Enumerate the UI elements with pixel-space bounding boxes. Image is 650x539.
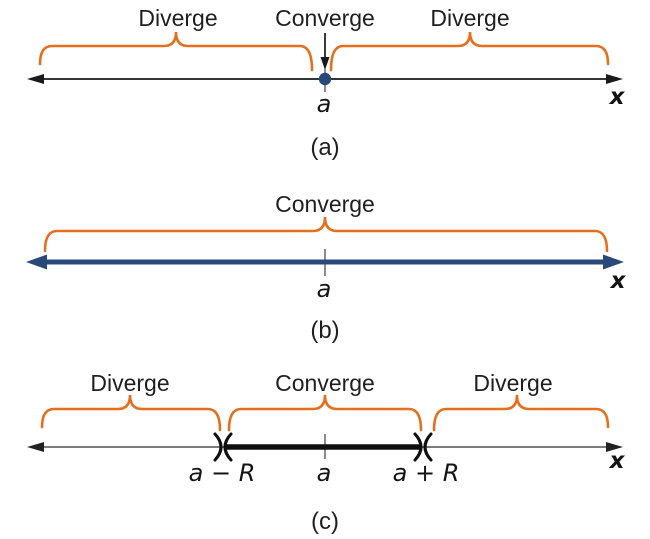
panel-a-left-arrowhead-icon (27, 74, 44, 84)
panel-c-right-brace (432, 394, 610, 432)
panel-b-brace (43, 216, 609, 253)
panel-c: Diverge Converge Diverge a − R a a + R x… (27, 370, 626, 535)
panel-c-left-arrowhead-icon (27, 442, 44, 452)
panel-b-number-line (26, 254, 624, 270)
panel-a-converge-label: Converge (275, 5, 375, 31)
interval-endpoint-x-mark-left (213, 432, 233, 462)
panel-a-center-point-label: a (317, 90, 332, 118)
panel-a-right-arrowhead-icon (606, 74, 623, 84)
panel-c-converge-label: Converge (275, 370, 375, 396)
panel-b-caption: (b) (310, 317, 339, 344)
panel-c-diverge-left-label: Diverge (90, 370, 169, 396)
panel-b: Converge a x (b) (26, 191, 627, 344)
interval-endpoint-x-mark-right (413, 432, 433, 462)
panel-c-axis-label: x (609, 448, 626, 474)
panel-c-left-endpoint-label: a − R (189, 459, 256, 487)
panel-a-diverge-right-label: Diverge (430, 5, 509, 31)
panel-c-diverge-right-label: Diverge (473, 370, 552, 396)
panel-a-left-brace (38, 31, 314, 72)
panel-b-converge-label: Converge (275, 191, 375, 217)
panel-b-center-point-label: a (317, 275, 332, 303)
center-point-dot (318, 72, 332, 86)
panel-c-center-point-label: a (317, 459, 332, 487)
panel-c-caption: (c) (311, 508, 339, 535)
panel-a-axis-label: x (609, 84, 626, 110)
panel-c-middle-brace (227, 394, 423, 432)
panel-b-axis-label: x (610, 268, 627, 294)
panel-c-right-arrowhead-icon (606, 442, 623, 452)
panel-a-right-brace (329, 31, 610, 72)
panel-c-right-endpoint-label: a + R (393, 459, 460, 487)
panel-a-diverge-left-label: Diverge (138, 5, 217, 31)
panel-c-left-brace (40, 394, 222, 432)
panel-a: Diverge Converge Diverge a x (a) (27, 5, 626, 161)
panel-b-right-arrowhead-icon (603, 254, 624, 270)
converge-pointer-arrow-icon (320, 33, 330, 70)
panel-a-caption: (a) (310, 134, 339, 161)
panel-b-left-arrowhead-icon (26, 254, 47, 270)
